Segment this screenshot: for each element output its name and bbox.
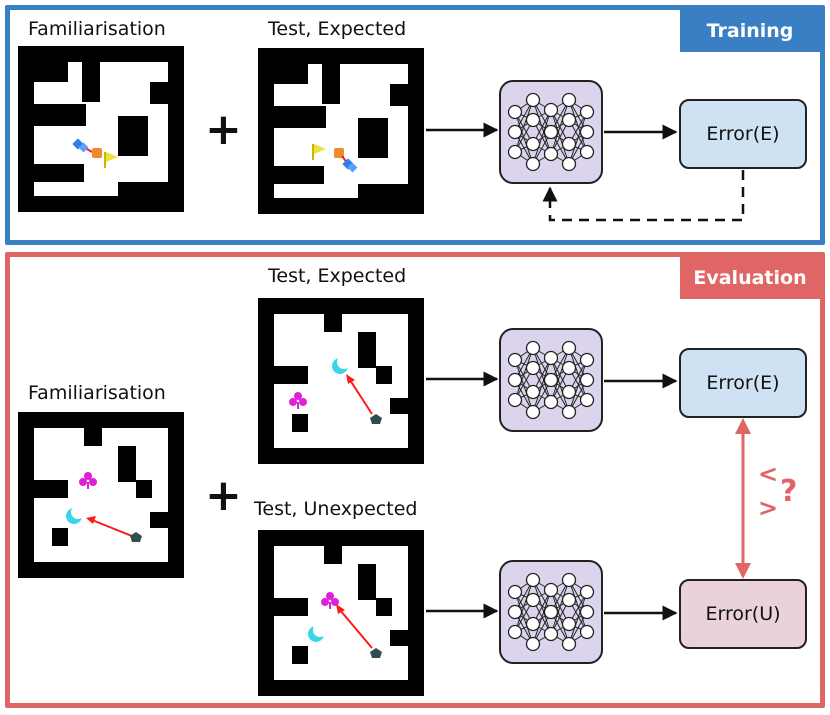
nn-node xyxy=(561,384,577,400)
nn-node xyxy=(525,572,541,588)
nn-node xyxy=(561,572,577,588)
training-flag-icon-1 xyxy=(104,152,118,168)
nn-node xyxy=(561,592,577,608)
evaluation-path-arrow-2 xyxy=(349,379,373,415)
evaluation-error-expected-box: Error(E) xyxy=(679,348,807,418)
nn-node xyxy=(561,360,577,376)
evaluation-pentagon-icon-2 xyxy=(370,414,382,424)
nn-node xyxy=(561,92,577,108)
question-mark: ? xyxy=(780,474,798,509)
evaluation-club-icon-2 xyxy=(289,392,307,409)
nn-node xyxy=(507,392,523,408)
nn-node xyxy=(561,404,577,420)
evaluation-pentagon-icon-1 xyxy=(130,532,142,542)
evaluation-club-icon-1 xyxy=(79,472,97,489)
evaluation-test-unexpected-maze xyxy=(258,530,424,696)
evaluation-neural-network-expected xyxy=(499,328,603,432)
evaluation-moon-icon-1 xyxy=(66,505,85,524)
nn-node xyxy=(525,616,541,632)
nn-node xyxy=(543,146,559,162)
evaluation-badge: Evaluation xyxy=(680,257,820,299)
nn-node xyxy=(561,136,577,152)
nn-node xyxy=(543,626,559,642)
nn-node xyxy=(507,124,523,140)
dashed-feedback-arrow xyxy=(542,170,745,222)
nn-node xyxy=(561,616,577,632)
nn-node xyxy=(507,352,523,368)
nn-node xyxy=(561,636,577,652)
evaluation-panel: Evaluation xyxy=(5,252,825,708)
nn-node xyxy=(579,372,595,388)
training-test-expected-label: Test, Expected xyxy=(268,18,407,40)
nn-node xyxy=(525,156,541,172)
nn-node xyxy=(525,112,541,128)
nn-node xyxy=(579,124,595,140)
evaluation-familiarisation-label: Familiarisation xyxy=(28,382,166,404)
evaluation-moon-icon-3 xyxy=(308,623,327,642)
training-plus-sign: + xyxy=(205,104,242,155)
evaluation-neural-network-unexpected xyxy=(499,560,603,664)
training-familiarisation-label: Familiarisation xyxy=(28,18,166,40)
nn-node xyxy=(543,604,559,620)
nn-node xyxy=(543,394,559,410)
evaluation-test-expected-label: Test, Expected xyxy=(268,265,407,287)
nn-node xyxy=(525,340,541,356)
nn-node xyxy=(507,144,523,160)
evaluation-moon-icon-2 xyxy=(332,355,351,374)
nn-node xyxy=(543,582,559,598)
nn-node xyxy=(507,604,523,620)
evaluation-pentagon-icon-3 xyxy=(370,648,382,658)
nn-node xyxy=(507,372,523,388)
nn-node xyxy=(507,624,523,640)
neural-network-icon xyxy=(507,92,595,172)
training-badge: Training xyxy=(680,10,820,52)
nn-node xyxy=(525,384,541,400)
nn-node xyxy=(525,360,541,376)
nn-node xyxy=(507,104,523,120)
nn-node xyxy=(543,124,559,140)
nn-node xyxy=(579,584,595,600)
less-than-sign: < xyxy=(758,460,779,488)
nn-node xyxy=(543,372,559,388)
nn-node xyxy=(525,136,541,152)
nn-node xyxy=(525,636,541,652)
nn-node xyxy=(525,592,541,608)
nn-node xyxy=(543,102,559,118)
evaluation-path-arrow-3 xyxy=(339,609,373,649)
training-agent-icon-1 xyxy=(92,148,102,158)
nn-node xyxy=(579,624,595,640)
comparison-symbol: < ? > xyxy=(756,460,816,524)
training-familiarisation-maze xyxy=(18,46,184,212)
training-error-expected-box: Error(E) xyxy=(679,99,807,169)
training-test-expected-maze xyxy=(258,48,424,214)
nn-node xyxy=(525,92,541,108)
nn-node xyxy=(561,340,577,356)
nn-node xyxy=(525,404,541,420)
evaluation-test-unexpected-label: Test, Unexpected xyxy=(254,498,418,520)
nn-node xyxy=(579,604,595,620)
evaluation-error-unexpected-box: Error(U) xyxy=(679,579,807,649)
evaluation-path-arrow-1 xyxy=(91,519,133,537)
nn-node xyxy=(507,584,523,600)
nn-node xyxy=(543,350,559,366)
training-neural-network xyxy=(499,80,603,184)
nn-node xyxy=(579,144,595,160)
neural-network-icon xyxy=(507,572,595,652)
evaluation-club-icon-3 xyxy=(321,592,339,609)
nn-node xyxy=(561,156,577,172)
nn-node xyxy=(579,352,595,368)
evaluation-test-expected-maze xyxy=(258,298,424,464)
evaluation-familiarisation-maze xyxy=(18,412,184,578)
greater-than-sign: > xyxy=(758,494,779,522)
neural-network-icon xyxy=(507,340,595,420)
training-panel: Training xyxy=(5,5,825,245)
nn-node xyxy=(561,112,577,128)
evaluation-plus-sign: + xyxy=(205,470,242,521)
nn-node xyxy=(579,104,595,120)
training-agent-icon-2 xyxy=(334,148,344,158)
training-flag-icon-2 xyxy=(312,144,326,160)
nn-node xyxy=(579,392,595,408)
